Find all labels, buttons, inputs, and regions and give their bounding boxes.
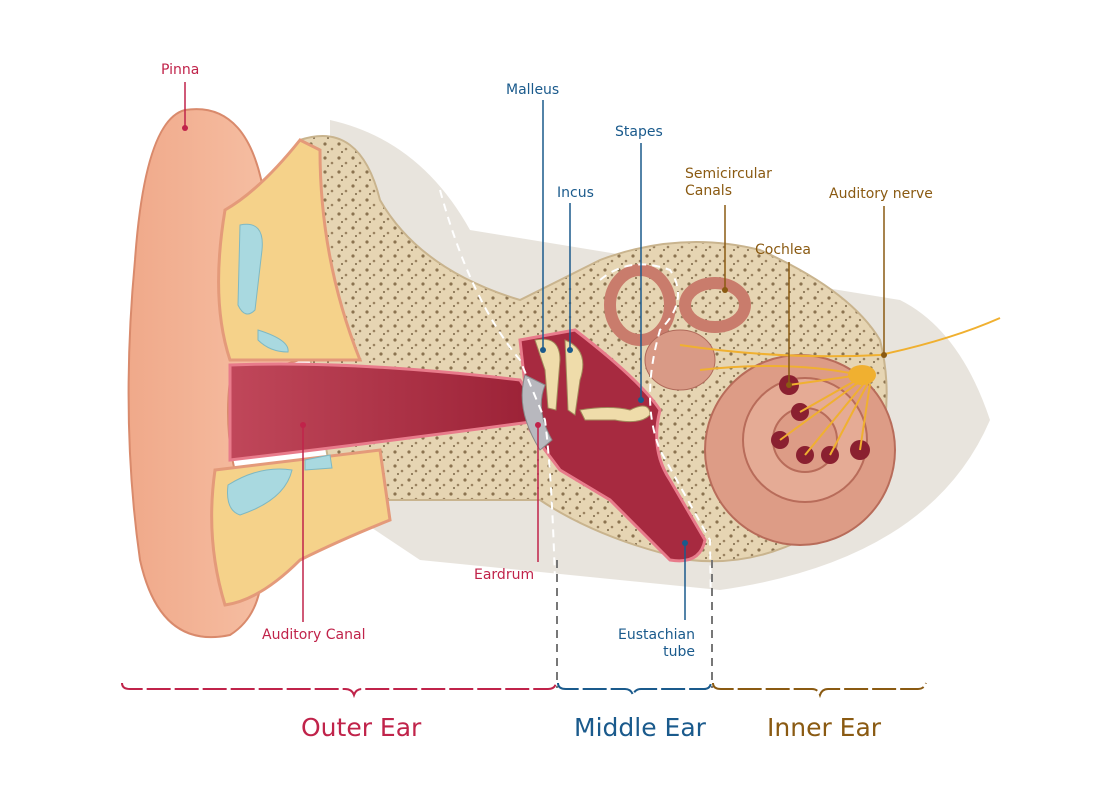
eustachian-tube-label: Eustachian tube	[618, 627, 695, 661]
eardrum-shape	[521, 374, 553, 451]
cochlea-label: Cochlea	[755, 242, 811, 258]
pinna-label: Pinna	[161, 62, 200, 78]
middle-ear-section-label: Middle Ear	[574, 713, 706, 742]
eustachian-line2: tube	[663, 644, 695, 660]
inner-ear-brace	[712, 682, 927, 699]
middle-ear-cavity	[518, 328, 707, 563]
inner-ear-section-label: Inner Ear	[767, 713, 882, 742]
eardrum-label: Eardrum	[474, 567, 535, 583]
semicircular-canals	[604, 264, 751, 346]
outer-ear-brace	[121, 682, 557, 699]
incus-label: Incus	[557, 185, 594, 201]
middle-ear-brace	[557, 682, 712, 699]
semicircular-line2: Canals	[685, 183, 732, 199]
outer-ear-section-label: Outer Ear	[301, 713, 422, 742]
auditory-nerve-label: Auditory nerve	[829, 186, 933, 202]
semicircular-canals-label: Semicircular Canals	[685, 166, 772, 200]
semicircular-line1: Semicircular	[685, 166, 772, 182]
lower-tissue	[210, 448, 392, 607]
auditory-nerve-shape	[679, 317, 1001, 456]
auditory-canal-label: Auditory Canal	[262, 627, 366, 643]
eustachian-line1: Eustachian	[618, 627, 695, 643]
stapes-label: Stapes	[615, 124, 663, 140]
malleus-label: Malleus	[506, 82, 560, 98]
